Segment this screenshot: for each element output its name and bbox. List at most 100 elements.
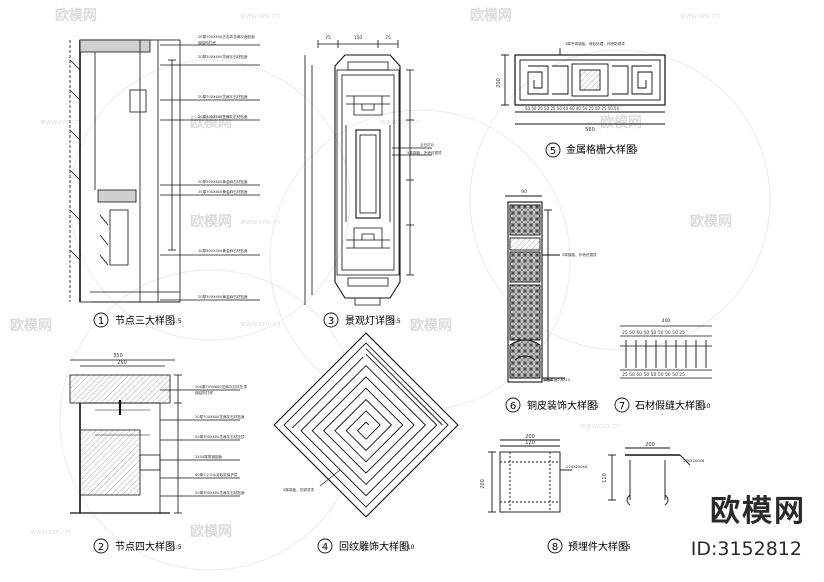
svg-text:150: 150 xyxy=(354,35,363,41)
svg-text:-200X200X8: -200X200X8 xyxy=(565,465,588,469)
svg-text:www.om.cn: www.om.cn xyxy=(680,12,720,20)
brand-watermark: 欧模网 xyxy=(710,494,806,529)
detail-3-annotations: 云石灯片 5厚钢板，外喷仿铜漆 xyxy=(407,142,442,155)
svg-text:50厚300X600芝麻灰石材压顶: 50厚300X600芝麻灰石材压顶 xyxy=(195,434,245,439)
detail-8-drawing xyxy=(488,439,691,513)
detail-6-number: 6 xyxy=(510,401,516,412)
svg-text:20厚700X600仿古砖芝麻灰面贴面: 20厚700X600仿古砖芝麻灰面贴面 xyxy=(198,34,255,39)
svg-text:110: 110 xyxy=(602,473,608,483)
detail-7-drawing xyxy=(620,325,712,379)
watermark-faint-9: 欧模网 xyxy=(190,523,232,540)
detail-6-title: 铜皮装饰大样图 xyxy=(527,399,597,412)
svg-text:75: 75 xyxy=(325,35,331,41)
detail-1-drawing xyxy=(69,39,260,303)
detail-6-scale: 1:5 xyxy=(589,403,599,410)
detail-4-leader xyxy=(319,469,341,487)
svg-text:www.om.cn: www.om.cn xyxy=(240,218,280,226)
background-watermarks: 欧模网 欧模网 欧模网 欧模网 欧模网 欧模网 欧模网 欧模网 欧模网 xyxy=(10,7,732,540)
detail-2-number-circle xyxy=(93,538,109,554)
detail-1-annotations: 20厚700X600仿古砖芝麻灰面贴面 钢结构打底 20厚300X600芝麻灰石… xyxy=(198,34,255,299)
detail-1-title: 节点三大样图 xyxy=(115,314,175,327)
detail-7-number-circle xyxy=(614,397,630,413)
detail-7-title: 石材假缝大样图 xyxy=(635,399,705,412)
svg-text:5厚钢板，仿铜漆漆: 5厚钢板，仿铜漆漆 xyxy=(283,487,314,492)
watermark-faint-4: 欧模网 xyxy=(600,114,642,131)
detail-8-number: 8 xyxy=(552,542,558,553)
watermark-faint-7: 欧模网 xyxy=(190,213,232,230)
svg-text:2厚不锈钢板，喷砂处理，外喷防锈漆: 2厚不锈钢板，喷砂处理，外喷防锈漆 xyxy=(565,41,625,46)
detail-5-ticks: 50 50 25 50 25 50 40 60 40 50 25 50 25 5… xyxy=(525,106,620,111)
detail-4-scale: 1:10 xyxy=(401,544,415,551)
svg-text:5厚钢板，外喷仿铜漆: 5厚钢板，外喷仿铜漆 xyxy=(562,252,597,257)
detail-2-dims: 350 250 xyxy=(113,353,127,366)
detail-1-number: 1 xyxy=(98,316,104,327)
watermark-faint-5: 欧模网 xyxy=(10,317,52,334)
detail-2-dim-top: 350 xyxy=(113,353,123,359)
detail-8-number-circle xyxy=(547,538,563,554)
detail-5-scale: 1:5 xyxy=(628,147,638,154)
detail-4-number: 4 xyxy=(322,542,328,553)
svg-text:www.om.cn: www.om.cn xyxy=(40,118,80,126)
watermark-faint-3: 欧模网 xyxy=(190,114,232,131)
detail-3-number: 3 xyxy=(328,316,334,327)
detail-3-title: 景观灯详图 xyxy=(345,314,395,327)
svg-text:20厚300X600黄金麻石材贴面: 20厚300X600黄金麻石材贴面 xyxy=(198,179,248,184)
svg-text:钢结构打底: 钢结构打底 xyxy=(198,40,216,45)
detail-3-label: 3 景观灯详图 1:5 xyxy=(323,312,401,328)
svg-text:50 50 25 50 25 50 40 60 40 50: 50 50 25 50 25 50 40 60 40 50 25 50 25 5… xyxy=(525,106,620,111)
svg-text:www.om.cn: www.om.cn xyxy=(240,12,280,20)
detail-5-number-circle xyxy=(545,142,561,158)
svg-text:20厚300X600芝麻灰石材贴面: 20厚300X600芝麻灰石材贴面 xyxy=(195,490,245,495)
detail-5-dims: 560 200 xyxy=(496,78,595,133)
detail-6-number-circle xyxy=(505,397,521,413)
svg-text:www.om.cn: www.om.cn xyxy=(30,528,70,536)
detail-4-number-circle xyxy=(317,538,333,554)
svg-text:25 50 50 50 50 50 50 50 25: 25 50 50 50 50 50 50 50 25 xyxy=(622,372,685,378)
detail-6-annotations: 5厚钢板，外喷仿铜漆 钢板厚度0.8X10 xyxy=(543,252,597,382)
detail-6-drawing xyxy=(505,195,565,383)
detail-7-dims: 400 25 50 50 50 50 50 50 50 25 25 50 50 … xyxy=(622,318,685,378)
watermark-faint-6: 欧模网 xyxy=(410,317,452,334)
detail-5-drawing xyxy=(501,48,666,125)
detail-2-annotations: 100厚700X600芝麻灰石材压顶 钢结构打底 20厚700X600芝麻灰石材… xyxy=(195,384,247,495)
svg-text:云石灯片: 云石灯片 xyxy=(420,142,435,147)
detail-4-title: 回纹雕饰大样图 xyxy=(339,540,409,553)
svg-text:75: 75 xyxy=(385,35,391,41)
model-id-watermark: ID:3152812 xyxy=(690,538,802,560)
background-circles xyxy=(59,49,771,571)
detail-5-number: 5 xyxy=(550,146,556,157)
detail-2-scale: 1:5 xyxy=(172,544,182,551)
detail-1-label: 1 节点三大样图 1:5 xyxy=(93,312,182,328)
svg-text:20厚300X600芝麻灰石材贴面: 20厚300X600芝麻灰石材贴面 xyxy=(198,114,248,119)
svg-text:20厚300X600黄金麻石材贴面: 20厚300X600黄金麻石材贴面 xyxy=(198,294,248,299)
svg-text:www.om.cn: www.om.cn xyxy=(580,422,620,430)
watermark-faint-1: 欧模网 xyxy=(55,7,97,24)
watermark-faint-2: 欧模网 xyxy=(470,7,512,24)
detail-8-title: 预埋件大样图 xyxy=(568,540,628,553)
detail-6-dims: 90 xyxy=(521,189,527,195)
svg-text:120: 120 xyxy=(525,440,535,446)
detail-3-dims: 75 150 75 xyxy=(325,35,391,41)
detail-2-title: 节点四大样图 xyxy=(115,540,175,553)
detail-2-label: 2 节点四大样图 1:5 xyxy=(93,538,182,554)
svg-text:200: 200 xyxy=(525,434,535,440)
detail-5-label: 5 金属格栅大样图 1:5 xyxy=(545,142,638,158)
detail-7-label: 7 石材假缝大样图 1:10 xyxy=(614,397,711,413)
detail-8-annotations: -200X200X8 -200X200X8 xyxy=(565,459,705,469)
detail-2-number: 2 xyxy=(98,542,104,553)
detail-5-dim-height: 200 xyxy=(496,78,502,88)
svg-text:20厚300X300黄金麻石材贴面: 20厚300X300黄金麻石材贴面 xyxy=(198,248,248,253)
detail-1-number-circle xyxy=(93,312,109,328)
svg-text:90: 90 xyxy=(521,189,527,195)
svg-text:-200X200X8: -200X200X8 xyxy=(682,459,705,463)
detail-3-scale: 1:5 xyxy=(391,318,401,325)
detail-4-annotations: 5厚钢板，仿铜漆漆 xyxy=(283,487,314,492)
svg-text:钢结构打底: 钢结构打底 xyxy=(195,390,213,395)
svg-text:400: 400 xyxy=(662,318,671,324)
svg-text:5厚钢板，外喷仿铜漆: 5厚钢板，外喷仿铜漆 xyxy=(407,150,442,155)
detail-4-label: 4 回纹雕饰大样图 1:10 xyxy=(317,538,415,554)
svg-text:25 50 50 50 50 50 50 50 25: 25 50 50 50 50 50 50 50 25 xyxy=(622,330,685,336)
svg-text:200: 200 xyxy=(480,479,486,489)
detail-2-dim-top2: 250 xyxy=(117,360,127,366)
svg-text:钢板厚度0.8X10: 钢板厚度0.8X10 xyxy=(543,377,571,382)
